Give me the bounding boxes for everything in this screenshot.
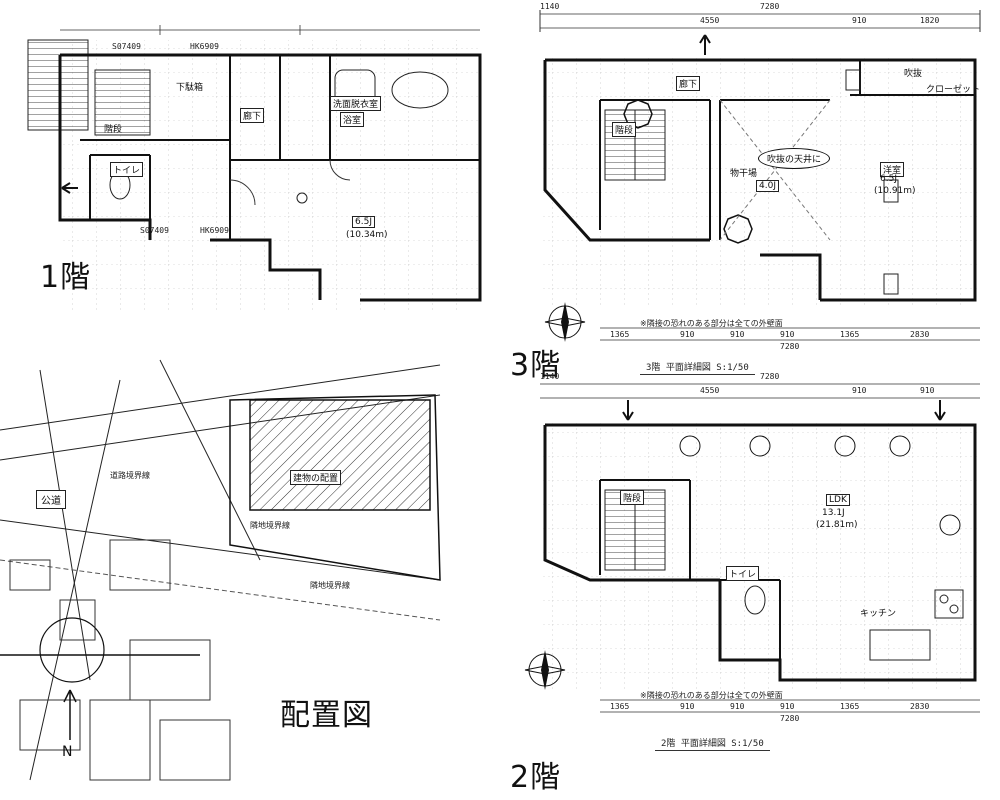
second-floor-label: 2階 <box>510 760 562 795</box>
third-bottom-dim-2: 910 <box>680 330 695 339</box>
second-top-dim-1: 1140 <box>540 372 560 381</box>
site-note-1: 隣地境界線 <box>250 521 290 530</box>
third-bed-area: (10.91m) <box>874 186 916 196</box>
second-ldk-label: LDK <box>826 494 850 506</box>
third-bed-label: 洋室 <box>880 162 905 177</box>
third-bottom-dim-3: 910 <box>730 330 745 339</box>
third-top-dim-4: 1820 <box>920 16 940 25</box>
first-hall-label: 廊下 <box>240 108 265 123</box>
third-top-dim-3: 910 <box>852 16 867 25</box>
compass-rose-second <box>524 650 566 690</box>
site-note-3: 隣地境界線 <box>310 581 350 590</box>
second-kitchen-label: キッチン <box>860 609 897 619</box>
third-void-label: 物干場 <box>730 169 758 179</box>
third-stairs-label: 階段 <box>612 122 637 137</box>
third-bottom-overall: 7280 <box>780 342 800 351</box>
first-dim-1: S07409 <box>112 42 141 51</box>
second-ldk-size: 13.1J <box>822 508 845 518</box>
second-top-dim-4: 910 <box>920 386 935 395</box>
third-floor-plan <box>539 10 981 341</box>
first-laundry-label: 洗面脱衣室 <box>330 96 382 111</box>
first-floor-plan <box>27 25 482 310</box>
site-road-label: 公道 <box>36 490 66 509</box>
second-toilet-label: トイレ <box>726 566 760 581</box>
second-bottom-dim-1: 1365 <box>610 702 630 711</box>
third-closet-label: クローゼット <box>926 85 981 95</box>
first-bath-label: 浴室 <box>340 112 365 127</box>
second-caption: 2階 平面詳細図 S:1/50 <box>655 736 770 751</box>
first-stairs-label: 階段 <box>104 125 123 135</box>
third-highlight-sub: 4.0J <box>756 180 779 192</box>
third-caption: 3階 平面詳細図 S:1/50 <box>640 360 755 375</box>
second-stairs-label: 階段 <box>620 490 645 505</box>
third-floor-label: 3階 <box>510 348 562 383</box>
site-north-label: N <box>62 744 73 760</box>
first-dim-4: HK6909 <box>200 226 229 235</box>
second-bottom-dim-3: 910 <box>730 702 745 711</box>
third-storage-label: 吹抜 <box>904 69 923 79</box>
compass-rose-third <box>544 302 586 342</box>
second-overall-dim: 7280 <box>760 372 780 381</box>
third-highlight-note: 吹抜の天井に <box>758 148 831 169</box>
site-building-label: 建物の配置 <box>290 470 342 485</box>
third-top-dim-2: 4550 <box>700 16 720 25</box>
second-top-dim-2: 4550 <box>700 386 720 395</box>
second-bottom-dim-5: 1365 <box>840 702 860 711</box>
third-top-dim-1: 1140 <box>540 2 560 11</box>
first-main-area: (10.34m) <box>346 230 388 240</box>
second-floor-plan <box>540 383 980 713</box>
second-bottom-overall: 7280 <box>780 714 800 723</box>
first-floor-label: 1階 <box>40 260 92 295</box>
site-plan-label: 配置図 <box>280 698 373 733</box>
third-bottom-dim-5: 1365 <box>840 330 860 339</box>
second-bottom-note: ※隣接の恐れのある部分は全ての外壁面 <box>640 691 783 700</box>
second-bottom-dim-6: 2830 <box>910 702 930 711</box>
first-dim-3: S07409 <box>140 226 169 235</box>
third-overall-dim: 7280 <box>760 2 780 11</box>
first-main-size: 6.5J <box>352 216 375 228</box>
third-bottom-dim-4: 910 <box>780 330 795 339</box>
site-note-2: 道路境界線 <box>110 471 150 480</box>
third-bed-size: 6.5J <box>880 174 897 184</box>
first-shoe-label: 下駄箱 <box>176 83 204 93</box>
third-hall-label: 廊下 <box>676 76 701 91</box>
second-top-dim-3: 910 <box>852 386 867 395</box>
site-plan <box>0 359 441 781</box>
third-bottom-dim-6: 2830 <box>910 330 930 339</box>
second-bottom-dim-2: 910 <box>680 702 695 711</box>
first-toilet-label: トイレ <box>110 162 144 177</box>
third-bottom-note: ※隣接の恐れのある部分は全ての外壁面 <box>640 319 783 328</box>
second-ldk-area: (21.81m) <box>816 520 858 530</box>
second-bottom-dim-4: 910 <box>780 702 795 711</box>
third-bottom-dim-1: 1365 <box>610 330 630 339</box>
first-dim-2: HK6909 <box>190 42 219 51</box>
